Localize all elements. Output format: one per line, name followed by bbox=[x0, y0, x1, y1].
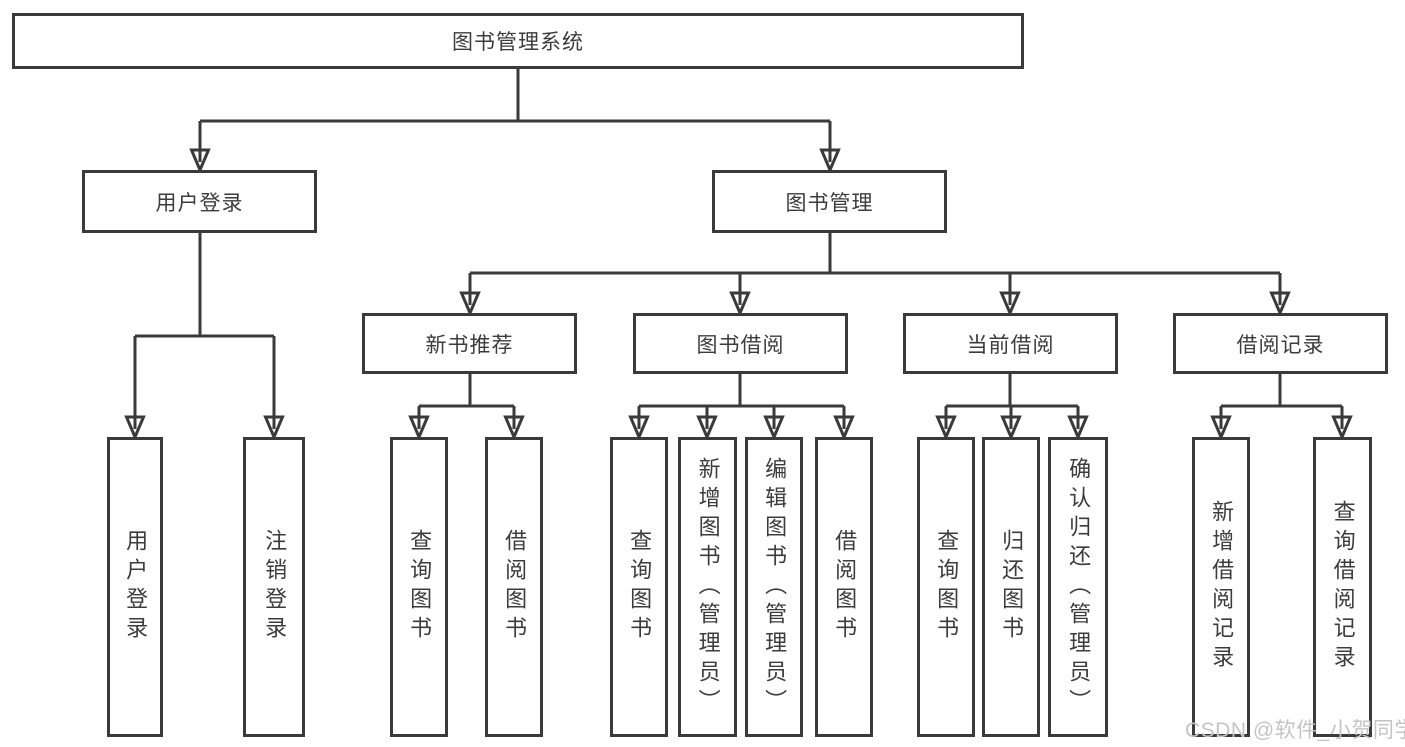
node-label: 图书借阅 bbox=[696, 333, 785, 357]
node-label: 用户登录 bbox=[123, 529, 149, 645]
node-user-login: 用户登录 bbox=[82, 170, 317, 233]
node-label: 查询图书 bbox=[627, 529, 653, 645]
node-label: 归还图书 bbox=[999, 529, 1025, 645]
node-root: 图书管理系统 bbox=[12, 13, 1024, 69]
node-br-query-record: 查询借阅记录 bbox=[1313, 437, 1372, 737]
node-borrow-record: 借阅记录 bbox=[1173, 313, 1388, 374]
node-current-borrow: 当前借阅 bbox=[903, 313, 1118, 374]
node-cb-confirm-return-admin: 确认归还（管理员） bbox=[1048, 437, 1108, 737]
node-new-book-recommend: 新书推荐 bbox=[362, 313, 577, 374]
node-label: 新增图书（管理员） bbox=[695, 456, 721, 718]
node-label: 新书推荐 bbox=[425, 333, 514, 357]
node-logout: 注销登录 bbox=[243, 437, 305, 737]
node-label: 借阅图书 bbox=[832, 529, 858, 645]
node-bb-add-book-admin: 新增图书（管理员） bbox=[678, 437, 737, 737]
node-bb-borrow-book: 借阅图书 bbox=[815, 437, 873, 737]
node-label: 借阅图书 bbox=[502, 529, 528, 645]
node-label: 用户登录 bbox=[155, 191, 244, 215]
node-nb-borrow-book: 借阅图书 bbox=[485, 437, 543, 737]
node-label: 图书管理系统 bbox=[452, 31, 584, 54]
node-label: 查询图书 bbox=[407, 529, 433, 645]
node-label: 新增借阅记录 bbox=[1209, 500, 1235, 674]
node-cb-return-book: 归还图书 bbox=[982, 437, 1040, 737]
node-label: 图书管理 bbox=[785, 191, 874, 215]
node-nb-query-book: 查询图书 bbox=[390, 437, 448, 737]
node-book-borrow: 图书借阅 bbox=[633, 313, 848, 374]
node-label: 当前借阅 bbox=[966, 333, 1055, 357]
node-br-add-record: 新增借阅记录 bbox=[1192, 437, 1250, 737]
node-label: 编辑图书（管理员） bbox=[762, 456, 788, 718]
node-login: 用户登录 bbox=[107, 437, 163, 737]
node-cb-query-book: 查询图书 bbox=[917, 437, 975, 737]
node-bb-query-book: 查询图书 bbox=[610, 437, 668, 737]
watermark: CSDN @软件_小贺同学 bbox=[1185, 719, 1405, 742]
node-label: 查询借阅记录 bbox=[1330, 500, 1356, 674]
node-label: 查询图书 bbox=[934, 529, 960, 645]
node-label: 借阅记录 bbox=[1236, 333, 1325, 357]
node-book-management: 图书管理 bbox=[712, 170, 947, 233]
node-label: 注销登录 bbox=[262, 529, 288, 645]
node-bb-edit-book-admin: 编辑图书（管理员） bbox=[745, 437, 803, 737]
node-label: 确认归还（管理员） bbox=[1066, 456, 1092, 718]
